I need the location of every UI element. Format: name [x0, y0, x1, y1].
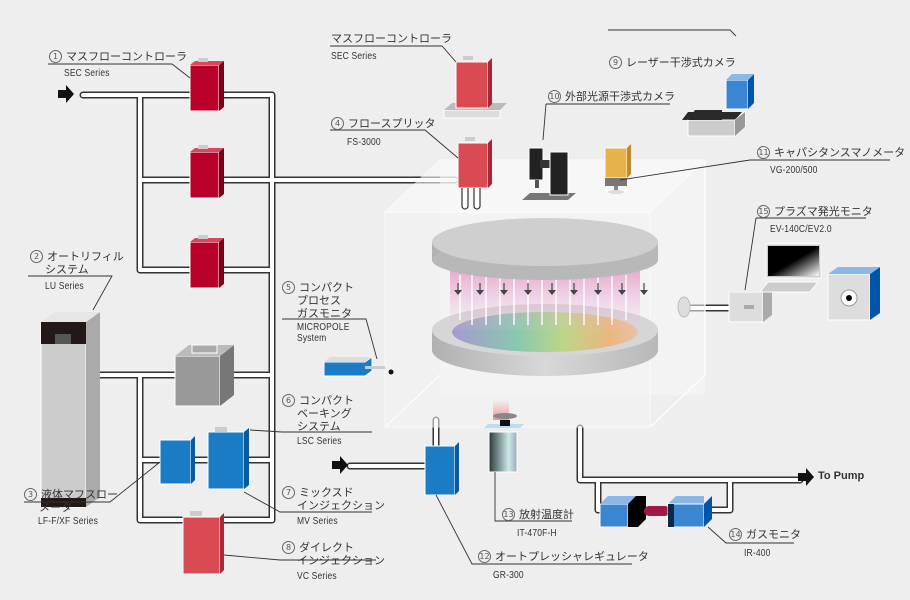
gas-monitor[interactable]	[599, 496, 712, 528]
model-fs-3000: FS-3000	[347, 137, 381, 148]
mixed-injection-unit[interactable]	[207, 427, 249, 490]
model-lsc-series: LSC Series	[297, 436, 342, 447]
model-sec-series-1: SEC Series	[64, 68, 110, 79]
radiation-thermometer[interactable]	[484, 400, 524, 473]
model-gr-300: GR-300	[493, 570, 524, 581]
compact-baking-system[interactable]	[174, 344, 234, 407]
model-it-470f-h: IT-470F-H	[517, 528, 557, 539]
plasma-emission-monitor[interactable]	[677, 243, 880, 323]
compact-process-gas-monitor[interactable]	[323, 356, 394, 377]
inlet-arrow-icon	[58, 85, 74, 103]
laser-interferometer-camera[interactable]	[682, 74, 754, 137]
mass-flow-controller-3[interactable]	[189, 235, 224, 289]
external-light-camera[interactable]	[522, 147, 576, 200]
model-sec-series-top: SEC Series	[331, 51, 377, 62]
model-ev-140c-ev2: EV-140C/EV2.0	[770, 224, 832, 235]
capacitance-manometer[interactable]	[604, 144, 631, 194]
inlet-arrow-icon	[332, 456, 348, 474]
model-ir-400: IR-400	[744, 548, 771, 559]
model-lu-series: LU Series	[45, 281, 84, 292]
mass-flow-controller-2[interactable]	[189, 145, 224, 199]
model-vc-series: VC Series	[297, 571, 337, 582]
mass-flow-controller-1[interactable]	[189, 58, 224, 112]
autorefill-system[interactable]	[40, 312, 100, 508]
to-pump-label: To Pump	[818, 470, 865, 482]
liquid-mass-flow-meter[interactable]	[159, 436, 195, 485]
auto-pressure-regulator[interactable]	[424, 442, 459, 496]
direct-injection-unit[interactable]	[182, 511, 224, 575]
flow-splitter[interactable]	[457, 137, 492, 210]
leader-lines	[24, 29, 890, 565]
outlet-arrow-icon	[798, 468, 814, 486]
model-vg-200-500: VG-200/500	[770, 165, 818, 176]
mass-flow-controller-top[interactable]	[443, 56, 507, 119]
model-lf-xf-series: LF-F/XF Series	[38, 516, 99, 527]
gas-flow-arrows	[454, 282, 649, 296]
label-mass-flow-controller-top: マスフローコントローラ	[331, 32, 452, 45]
model-mv-series: MV Series	[297, 516, 338, 527]
shower-head	[432, 218, 658, 280]
